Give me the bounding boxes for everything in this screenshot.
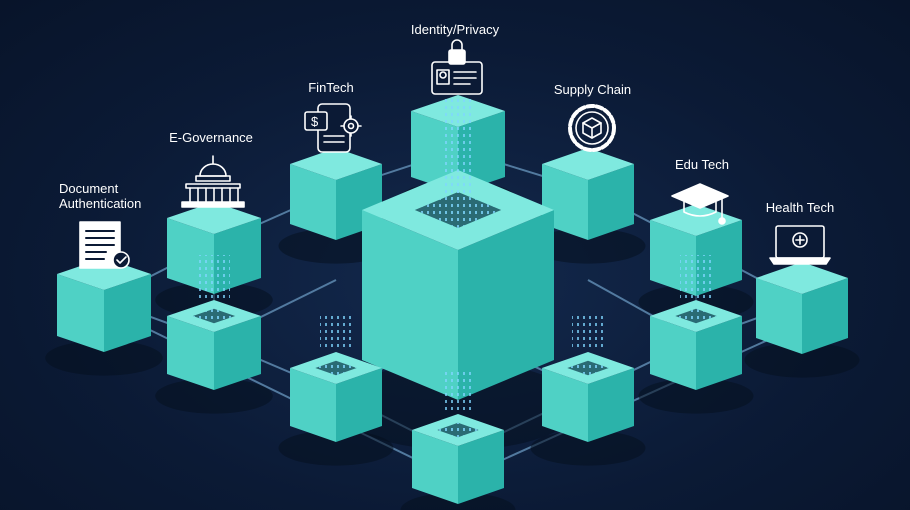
label-fintech: FinTech	[308, 80, 354, 95]
cube-document	[45, 258, 163, 376]
cube-top-face	[756, 262, 848, 294]
label-health-tech: Health Tech	[765, 200, 835, 215]
label-document-line1: Document	[59, 181, 119, 196]
data-stream	[320, 312, 352, 350]
cube-left-face	[650, 316, 696, 390]
cube-portal-bits	[567, 360, 609, 376]
blockchain-gear-icon	[568, 104, 616, 152]
cube-ring-s	[400, 414, 516, 510]
label-identity-privacy: Identity/Privacy	[410, 22, 500, 37]
cube-ring-e	[638, 300, 754, 414]
cube-right-face	[696, 316, 742, 390]
cube-top-face	[650, 204, 742, 236]
laptop-medical-icon	[769, 225, 831, 265]
node-cubes	[45, 95, 860, 510]
cube-right-face	[588, 164, 634, 240]
icons-layer: $	[79, 39, 831, 269]
cube-portal-bits	[192, 308, 236, 324]
data-stream	[680, 255, 712, 298]
cube-ring-se	[530, 352, 646, 466]
cube-shadow	[638, 378, 754, 414]
label-document-authentication: Document Authentication	[59, 181, 141, 211]
cube-ring-w	[155, 300, 273, 414]
cube-top-face	[167, 202, 261, 234]
cube-top-face	[542, 148, 634, 180]
cube-left-face	[57, 274, 104, 352]
label-document-line2: Authentication	[59, 196, 142, 211]
cube-supply	[530, 148, 646, 264]
cube-left-face	[542, 368, 588, 442]
cube-left-face	[362, 210, 458, 400]
cube-right-face	[802, 278, 848, 354]
document-check-icon	[79, 221, 130, 269]
cube-right-face	[458, 210, 554, 400]
cube-portal-bits	[675, 308, 717, 324]
cube-right-face	[336, 368, 382, 442]
cube-shadow	[155, 378, 273, 414]
label-e-governance: E-Governance	[169, 130, 253, 145]
label-edu-tech: Edu Tech	[675, 157, 729, 172]
cube-shadow	[45, 340, 163, 376]
id-card-lock-icon	[431, 39, 483, 95]
cube-shadow	[530, 430, 646, 466]
cube-shadow	[278, 430, 394, 466]
cube-right-face	[214, 316, 261, 390]
data-stream	[442, 95, 474, 195]
cube-left-face	[290, 368, 336, 442]
cube-shadow	[744, 342, 860, 378]
cube-left-face	[756, 278, 802, 354]
fintech-mobile-icon: $	[304, 103, 362, 153]
data-stream	[442, 372, 474, 412]
cube-right-face	[104, 274, 151, 352]
cube-shadow	[530, 228, 646, 264]
capitol-building-icon	[181, 155, 245, 208]
cube-portal-bits	[414, 192, 502, 228]
cube-left-face	[290, 164, 336, 240]
graduation-cap-icon	[671, 183, 729, 225]
cube-portal-bits	[437, 422, 479, 438]
cube-ring-sw	[278, 352, 394, 466]
cube-right-face	[458, 430, 504, 504]
cube-portal-bits	[315, 360, 357, 376]
cube-left-face	[412, 430, 458, 504]
cube-health	[744, 262, 860, 378]
data-streams	[198, 95, 712, 412]
svg-text:$: $	[311, 114, 319, 129]
cube-left-face	[167, 316, 214, 390]
cube-right-face	[588, 368, 634, 442]
data-stream	[198, 255, 230, 298]
cube-top-face	[290, 148, 382, 180]
label-supply-chain: Supply Chain	[553, 82, 632, 97]
data-stream	[572, 312, 604, 350]
